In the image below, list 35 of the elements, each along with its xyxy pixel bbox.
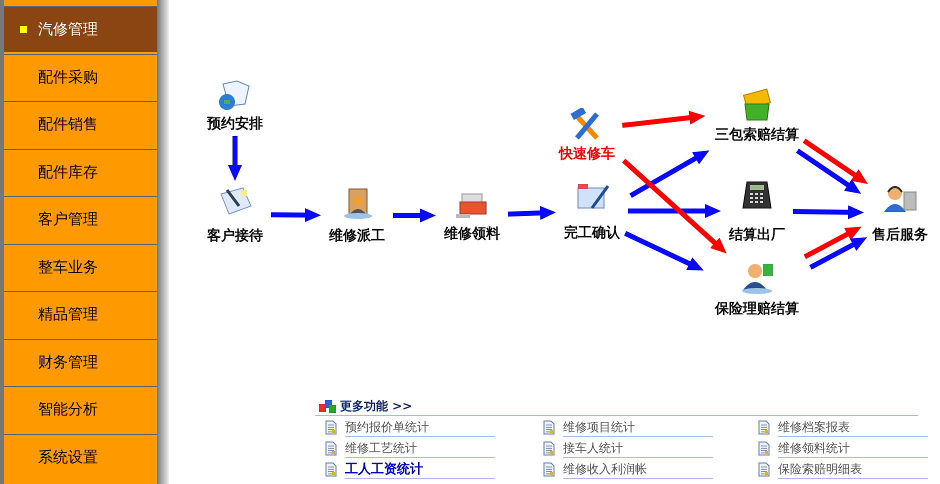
menu-item: 汽修管理 bbox=[4, 6, 157, 52]
arrow bbox=[622, 158, 727, 254]
step-label: 结算出厂 bbox=[728, 226, 786, 244]
arrow bbox=[508, 206, 556, 220]
arrow bbox=[792, 205, 864, 220]
report-link: 接车人统计 bbox=[563, 440, 713, 458]
arrow bbox=[624, 231, 704, 270]
step-label: 维修派工 bbox=[328, 227, 386, 245]
report-link: 维修工艺统计 bbox=[345, 440, 495, 458]
step-label: 快速修车 bbox=[557, 145, 616, 163]
arrow bbox=[622, 110, 706, 128]
step-label: 保险理赔结算 bbox=[714, 300, 800, 318]
arrow bbox=[270, 208, 321, 222]
step-label: 预约安排 bbox=[206, 115, 264, 133]
arrow bbox=[804, 226, 862, 259]
report-link: 工人工资统计 bbox=[345, 461, 495, 479]
step-label: 三包索赔结算 bbox=[714, 126, 800, 144]
step-label: 客户接待 bbox=[206, 227, 264, 245]
arrow bbox=[228, 136, 242, 181]
report-link: 维修领料统计 bbox=[778, 440, 928, 458]
arrow bbox=[629, 150, 710, 198]
arrow bbox=[796, 148, 862, 194]
report-link: 预约报价单统计 bbox=[345, 419, 495, 437]
section-heading: 更多功能 >> bbox=[340, 398, 412, 415]
arrow bbox=[393, 208, 436, 222]
report-link: 维修收入利润帐 bbox=[563, 461, 713, 479]
step-label: 完工确认 bbox=[563, 224, 621, 242]
report-link: 维修项目统计 bbox=[563, 419, 713, 437]
step-label: 售后服务 bbox=[871, 226, 929, 244]
arrow bbox=[802, 138, 868, 184]
report-link: 保险索赔明细表 bbox=[778, 461, 928, 479]
report-link: 维修档案报表 bbox=[778, 419, 928, 437]
step-label: 维修领料 bbox=[442, 225, 501, 243]
arrow bbox=[628, 204, 721, 218]
arrow bbox=[809, 237, 868, 270]
